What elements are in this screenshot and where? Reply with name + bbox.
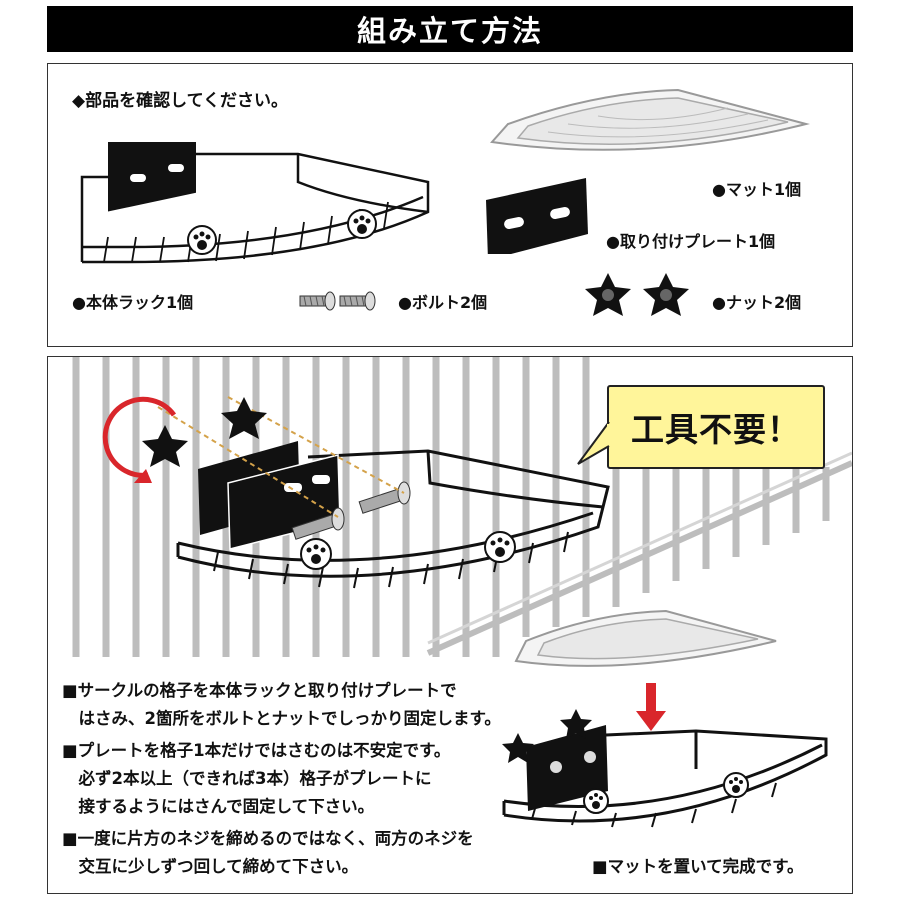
instruction-line-3: ■プレートを格子1本だけではさむのは不安定です。: [62, 741, 451, 760]
instruction-line-2: はさみ、2箇所をボルトとナットでしっかり固定します。: [62, 709, 501, 728]
plate-label: ●取り付けプレート1個: [606, 232, 776, 251]
nut-label: ●ナット2個: [712, 293, 802, 312]
page-title: 組み立て方法: [47, 6, 853, 52]
parts-panel: ◆部品を確認してください。 ●本体ラック1個: [47, 63, 853, 347]
final-assembly-illustration: [502, 609, 828, 828]
final-step-text: ■マットを置いて完成です。: [592, 857, 804, 876]
circle-grid-illustration: [72, 357, 852, 657]
parts-heading: ◆部品を確認してください。: [72, 91, 289, 111]
instruction-line-1: ■サークルの格子を本体ラックと取り付けプレートで: [62, 681, 457, 700]
instruction-line-7: 交互に少しずつ回して締めて下さい。: [62, 857, 359, 876]
no-tools-callout: 工具不要！: [607, 385, 825, 469]
mat-label: ●マット1個: [712, 180, 802, 199]
bolt-label: ●ボルト2個: [398, 293, 488, 312]
nut-illustration: [585, 273, 689, 316]
mat-illustration: [490, 88, 810, 151]
instruction-line-6: ■一度に片方のネジを締めるのではなく、両方のネジを: [62, 829, 474, 848]
bolt-illustration: [299, 291, 376, 311]
instruction-line-4: 必ず2本以上（できれば3本）格子がプレートに: [62, 769, 432, 788]
instruction-line-5: 接するようにはさんで固定して下さい。: [62, 797, 375, 816]
plate-illustration: [486, 178, 588, 254]
rack-illustration: [80, 142, 430, 264]
callout-tail: [577, 421, 610, 465]
rack-label: ●本体ラック1個: [72, 293, 194, 312]
